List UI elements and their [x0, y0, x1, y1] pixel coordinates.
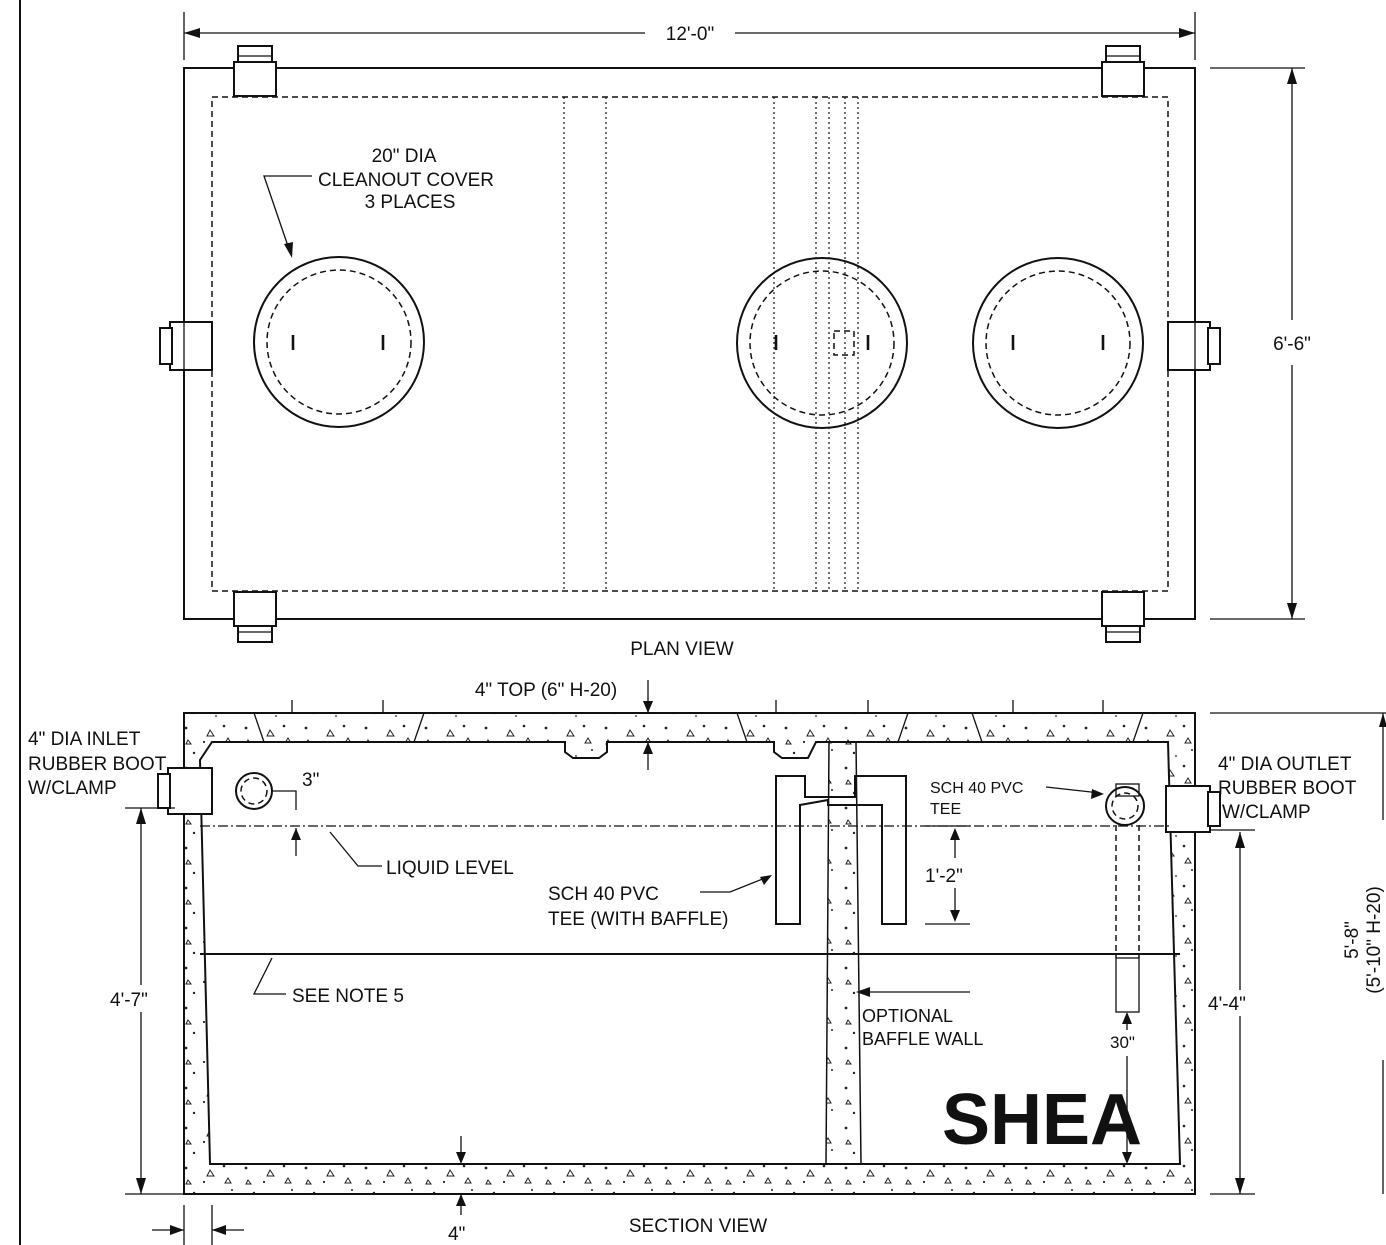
- lifting-lug-top-left: [233, 45, 277, 97]
- cleanout-cover-1: [253, 256, 425, 428]
- outlet-boot-section: [1165, 785, 1221, 833]
- outlet-height-label: 4'-4": [1208, 994, 1246, 1015]
- overall-height-h20-label: (5'-10" H-20): [1364, 886, 1385, 994]
- see-note-label: SEE NOTE 5: [292, 986, 404, 1007]
- lifting-lug-bottom-right: [1101, 591, 1145, 643]
- outlet-label-line-3: W/CLAMP: [1222, 802, 1311, 823]
- section-view: 4" TOP (6" H-20) 4" DIA INLET RUBBER BOO…: [28, 680, 1386, 1245]
- outlet-pipe-depth-label: 30": [1110, 1033, 1135, 1052]
- inlet-label-line-2: RUBBER BOOT: [28, 754, 167, 775]
- outlet-label-line-2: RUBBER BOOT: [1218, 778, 1357, 799]
- inlet-height-label: 4'-7": [110, 990, 148, 1011]
- optional-wall-label-line-2: BAFFLE WALL: [862, 1029, 983, 1049]
- outlet-tee-label-line-2: TEE: [930, 801, 961, 818]
- outlet-tee: [1105, 783, 1145, 1013]
- length-dimension: 12'-0": [183, 12, 1196, 60]
- inlet-drop-label: 3": [302, 770, 319, 791]
- width-dimension: 6'-6": [1210, 67, 1311, 620]
- inlet-label-line-1: 4" DIA INLET: [28, 729, 141, 750]
- tee-depth-label: 1'-2": [925, 866, 963, 887]
- inlet-boot-plan: [159, 321, 213, 371]
- cleanout-cover-2: [736, 257, 908, 429]
- bottom-thickness-label: 4": [448, 1224, 465, 1245]
- brand-logo: SHEA: [942, 1080, 1142, 1160]
- optional-wall-label-line-1: OPTIONAL: [862, 1006, 953, 1026]
- baffle-tee: [775, 775, 907, 925]
- outlet-boot-plan: [1167, 321, 1221, 371]
- cleanout-leader: [263, 175, 312, 253]
- top-thickness-label: 4" TOP (6" H-20): [475, 680, 617, 701]
- inlet-label-line-3: W/CLAMP: [28, 778, 117, 799]
- width-dim-label: 6'-6": [1273, 334, 1311, 355]
- baffle-tee-label-line-1: SCH 40 PVC: [548, 884, 659, 905]
- cleanout-note-line-2: CLEANOUT COVER: [318, 170, 494, 191]
- section-view-title: SECTION VIEW: [629, 1216, 767, 1237]
- lifting-lug-top-right: [1101, 45, 1145, 97]
- cleanout-cover-3: [972, 257, 1144, 429]
- tank-outline-plan: [183, 67, 1196, 620]
- length-dim-label: 12'-0": [666, 24, 714, 45]
- cleanout-note-line-3: 3 PLACES: [365, 192, 456, 213]
- outlet-tee-label-line-1: SCH 40 PVC: [930, 780, 1023, 797]
- overall-height-label: 5'-8": [1342, 921, 1363, 959]
- liquid-level-label: LIQUID LEVEL: [386, 858, 514, 879]
- baffle-tee-label-line-2: TEE (WITH BAFFLE): [548, 909, 729, 930]
- lifting-lug-bottom-left: [233, 591, 277, 643]
- plan-view-title: PLAN VIEW: [630, 639, 734, 660]
- outlet-label-line-1: 4" DIA OUTLET: [1218, 754, 1352, 775]
- cleanout-note-line-1: 20" DIA: [372, 146, 437, 167]
- plan-view: 12'-0": [159, 12, 1311, 660]
- riser-openings: [253, 700, 1144, 743]
- compartment-lines: [563, 97, 859, 591]
